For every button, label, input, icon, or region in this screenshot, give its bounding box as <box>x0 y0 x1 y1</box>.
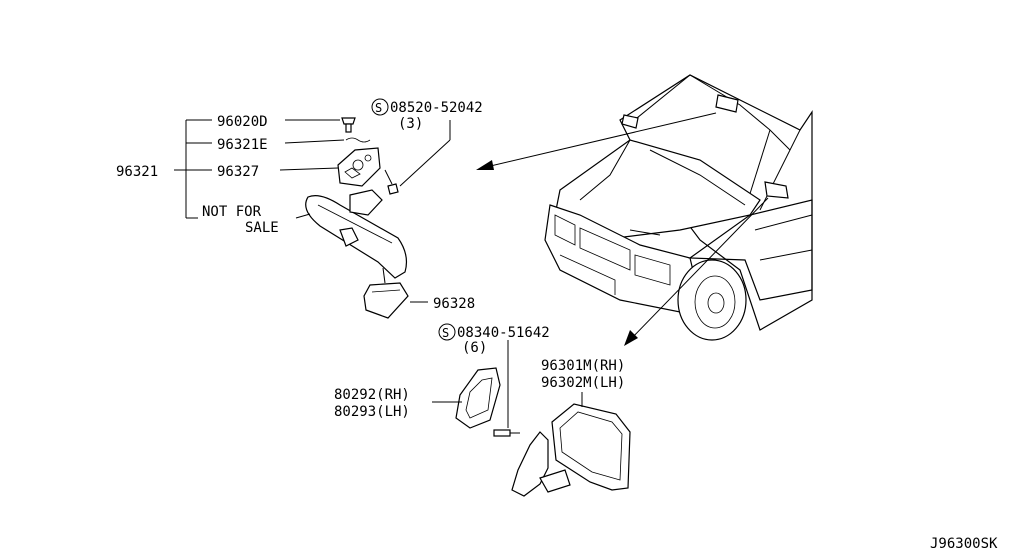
label-96328: 96328 <box>433 296 475 312</box>
label-80293: 80293(LH) <box>334 404 410 420</box>
screw-symbol-1: S <box>375 101 382 115</box>
label-96301m: 96301M(RH) <box>541 358 625 374</box>
label-bolt-08520-qty: (3) <box>398 116 423 132</box>
label-not-for: NOT FOR <box>202 204 262 220</box>
vehicle-illustration <box>544 74 813 341</box>
label-96321e: 96321E <box>217 137 268 153</box>
label-96321: 96321 <box>116 164 158 180</box>
leader-lines <box>174 119 509 428</box>
screw-symbol-icon <box>371 98 389 116</box>
label-96327: 96327 <box>217 164 259 180</box>
label-96020d: 96020D <box>217 114 268 130</box>
label-80292: 80292(RH) <box>334 387 410 403</box>
label-bolt-08520: 08520-52042 <box>390 100 483 116</box>
interior-mirror-assembly <box>305 117 409 319</box>
diagram-code: J96300SK <box>930 536 998 552</box>
screw-symbol-icon <box>438 323 456 341</box>
door-mirror-assembly <box>455 367 631 497</box>
label-bolt-08340-qty: (6) <box>462 340 487 356</box>
label-bolt-08340: 08340-51642 <box>457 325 550 341</box>
labels: 96020D 96321E 96321 96327 NOT FOR SALE 9… <box>116 98 998 552</box>
arrows <box>476 112 769 346</box>
label-sale: SALE <box>245 220 279 236</box>
screw-symbol-2: S <box>442 326 449 340</box>
label-96302m: 96302M(LH) <box>541 375 625 391</box>
